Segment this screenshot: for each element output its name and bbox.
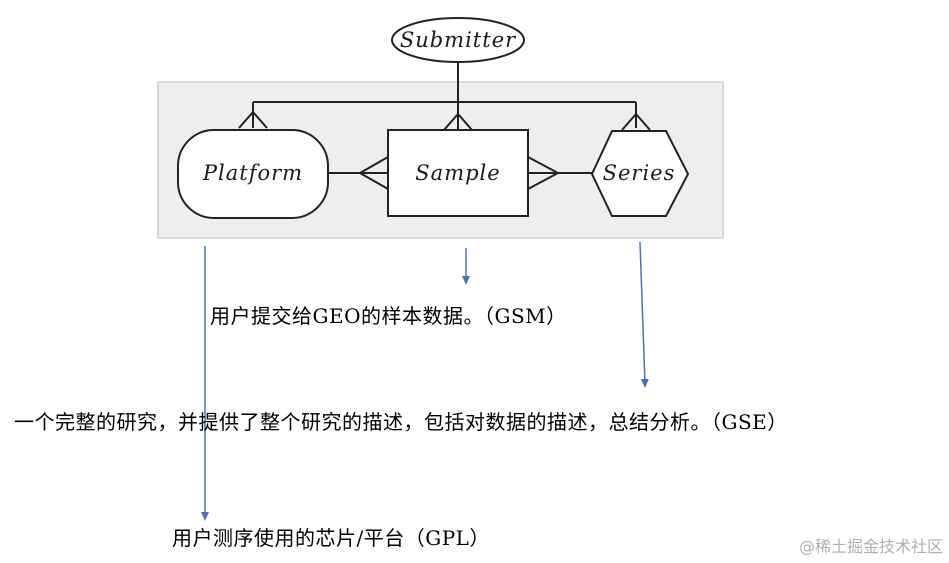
sample-label: Sample <box>415 161 500 185</box>
gse-caption: 一个完整的研究，并提供了整个研究的描述，包括对数据的描述，总结分析。（GSE） <box>14 410 788 434</box>
sample-node <box>387 129 529 217</box>
gpl-caption: 用户测序使用的芯片/平台（GPL） <box>172 526 490 550</box>
platform-label: Platform <box>202 161 303 185</box>
platform-node <box>177 129 329 219</box>
series-node <box>590 130 690 217</box>
connector-lines <box>238 60 651 190</box>
annotation-arrows <box>201 241 649 521</box>
watermark-text: @稀土掘金技术社区 <box>798 537 943 556</box>
series-label: Series <box>603 161 676 185</box>
gsm-caption: 用户提交给GEO的样本数据。（GSM） <box>210 304 567 328</box>
submitter-node <box>391 17 525 63</box>
gse-arrow <box>639 241 649 388</box>
submitter-label: Submitter <box>400 28 517 52</box>
